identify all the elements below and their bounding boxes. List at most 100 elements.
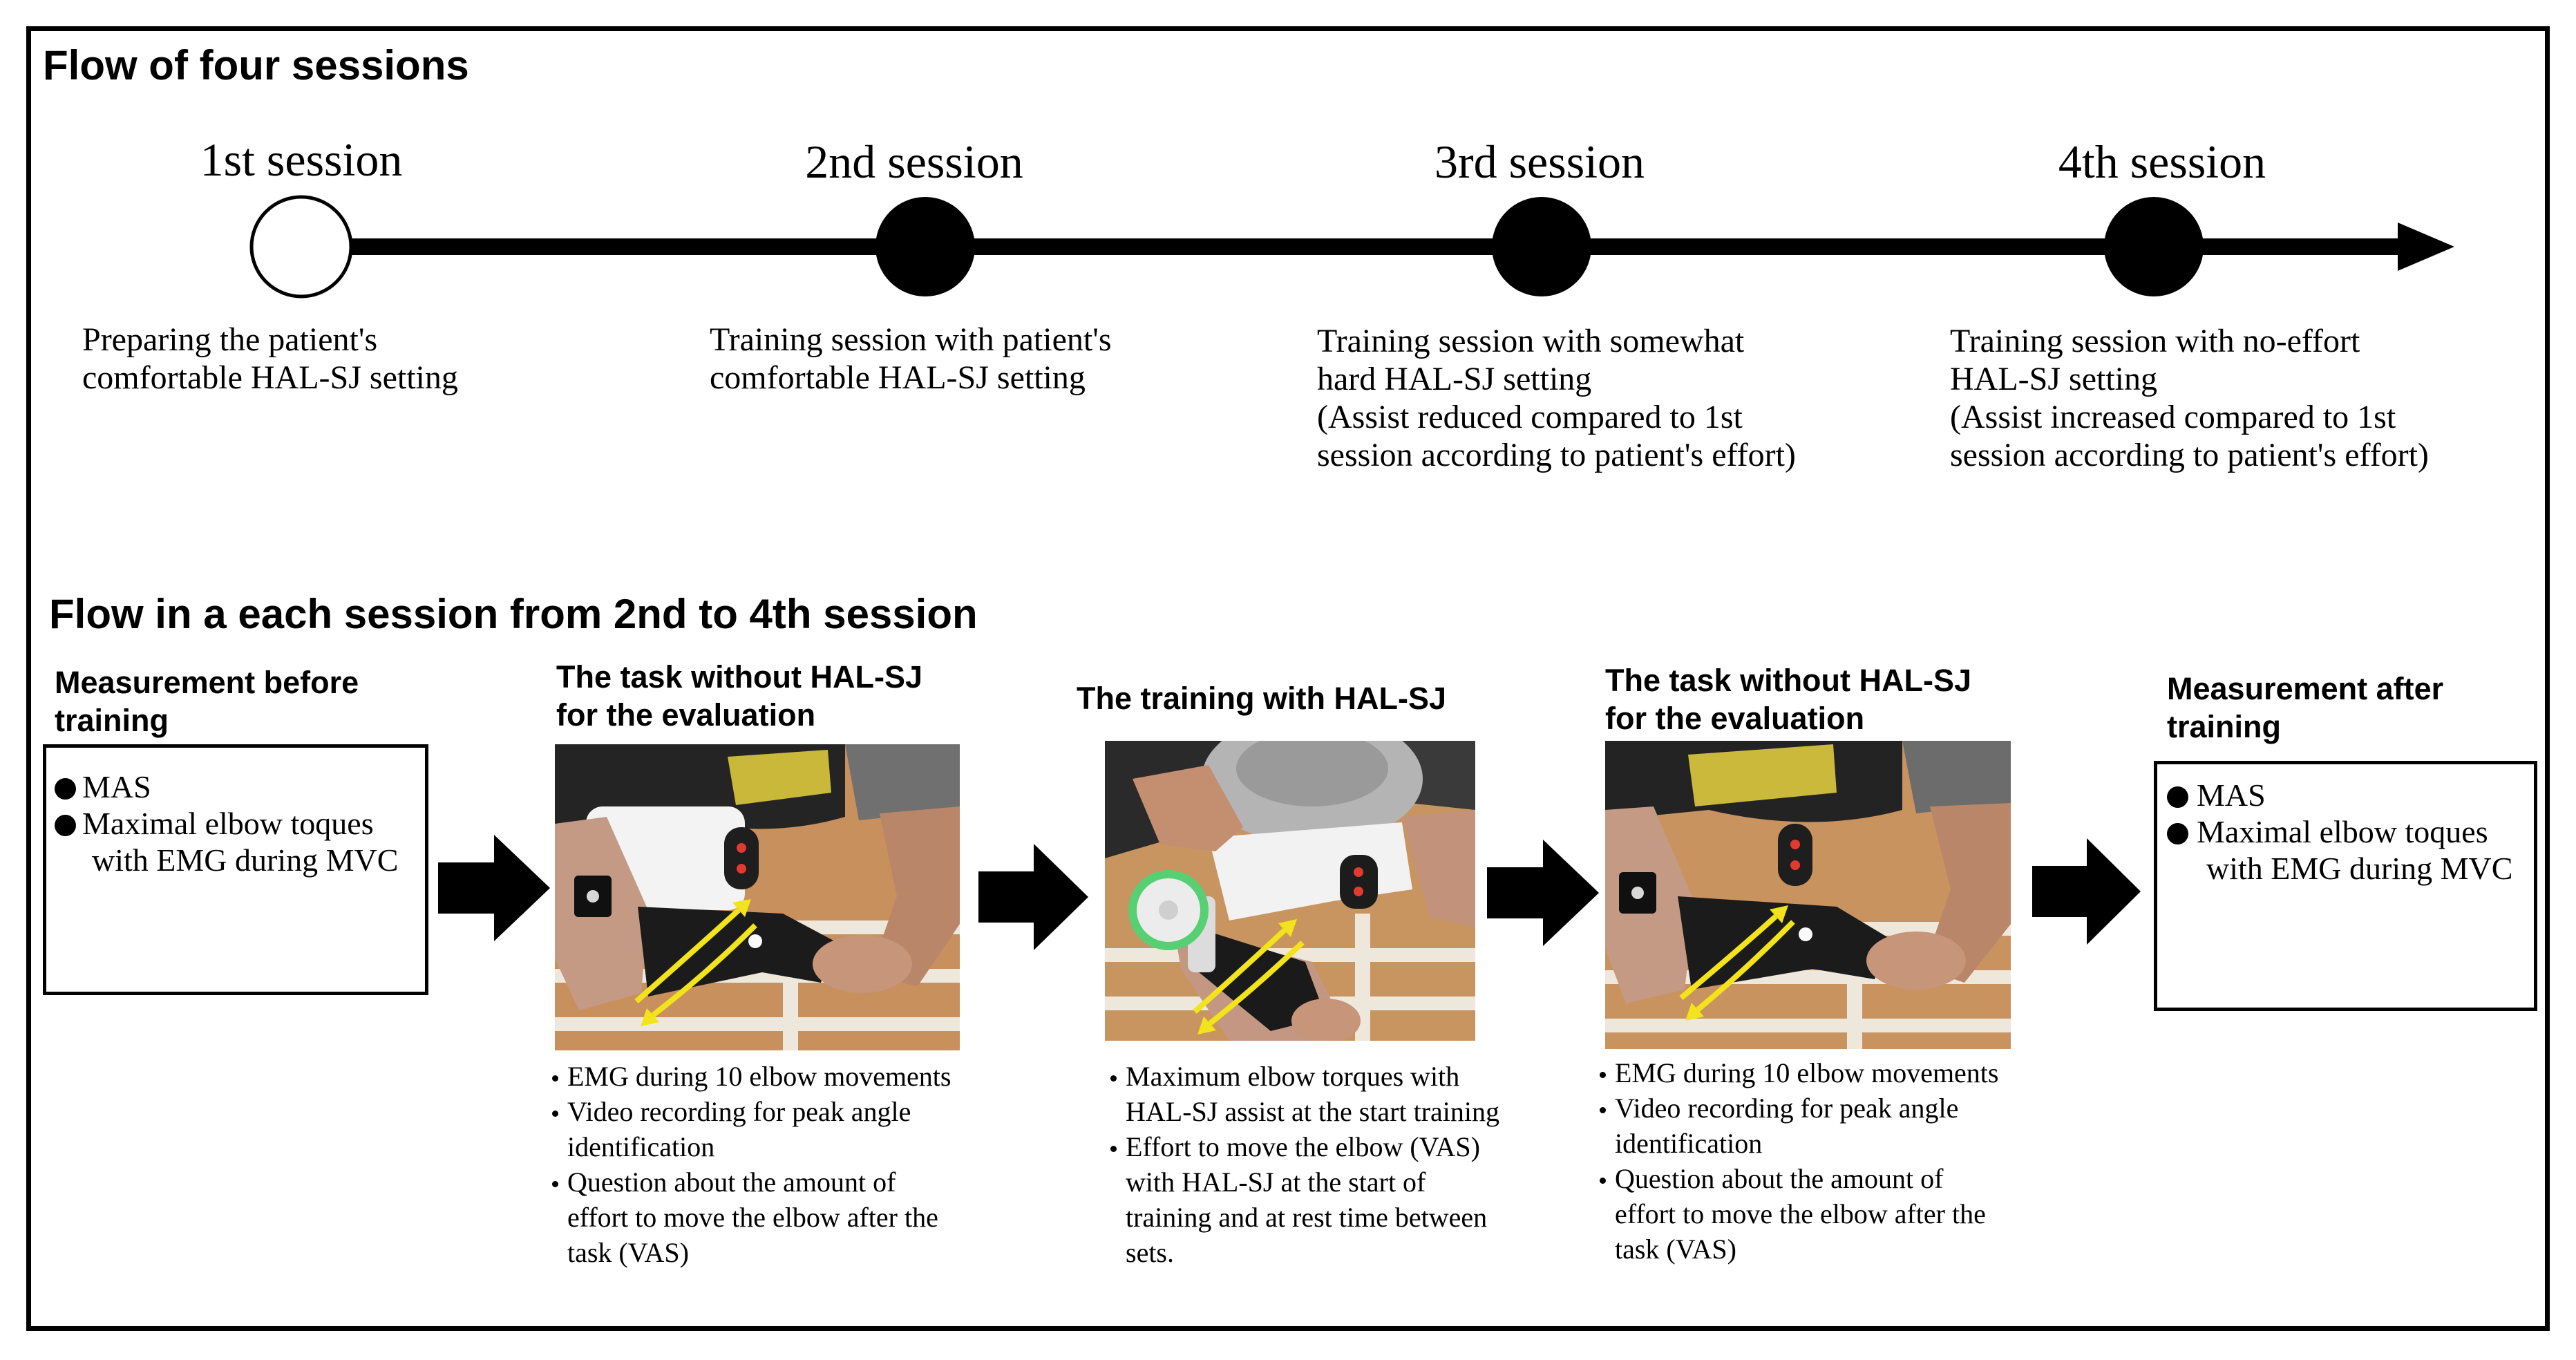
therapist-shirt	[845, 744, 960, 820]
list-item-text: Video recording for peak angle	[567, 1096, 911, 1127]
list-item-text: identification	[1615, 1128, 1763, 1159]
header-line: training	[2167, 709, 2281, 744]
sensor-unit	[1778, 824, 1812, 886]
motion-arrow-flexion	[634, 908, 741, 1004]
list-item-continuation: with HAL-SJ at the start of	[1105, 1164, 1499, 1200]
patient-hand	[1866, 932, 1966, 990]
header-line: Measurement before	[55, 665, 359, 700]
list-item-text: effort to move the elbow after the	[567, 1202, 938, 1233]
list-item-text: with EMG during MVC	[92, 842, 399, 878]
sensor-led	[1790, 840, 1800, 849]
description-line: HAL-SJ setting	[1950, 361, 2157, 397]
list-item: EMG during 10 elbow movements	[547, 1059, 951, 1094]
flow-arrow-4	[2032, 838, 2141, 945]
list-item: MAS	[2167, 777, 2512, 813]
description-line: Training session with somewhat	[1317, 323, 1745, 359]
bullet-icon	[552, 1111, 558, 1117]
list-item-text: effort to move the elbow after the	[1615, 1198, 1986, 1229]
sensor-led	[737, 864, 746, 873]
list-item-continuation: effort to move the elbow after the	[1594, 1196, 1999, 1231]
description-line: comfortable HAL-SJ setting	[82, 359, 458, 396]
sensor-unit	[1340, 855, 1378, 909]
motion-arrowhead	[732, 899, 751, 917]
electrode-snap	[1631, 887, 1644, 899]
therapist-shirt	[1902, 741, 2011, 813]
list-item-continuation: with EMG during MVC	[2167, 850, 2512, 887]
photo-task-without-hal-sj-2	[1605, 741, 2011, 1049]
brace-marker	[1799, 927, 1812, 941]
motion-arrow-flexion	[1193, 928, 1287, 1014]
description-line: (Assist increased compared to 1st	[1950, 399, 2396, 435]
electrode-snap	[587, 890, 599, 903]
session-marker-3	[1492, 197, 1591, 296]
list-item-text: MAS	[82, 769, 151, 804]
sensor-unit	[724, 827, 759, 889]
motion-arrow-extension	[651, 923, 757, 1018]
patient-forearm	[1402, 810, 1475, 927]
list-item: EMG during 10 elbow movements	[1594, 1055, 1999, 1090]
session-marker-4	[2104, 197, 2204, 296]
session-description-1: Preparing the patient's comfortable HAL-…	[82, 321, 458, 397]
list-item-continuation: with EMG during MVC	[55, 842, 398, 878]
step-header-task-without-hal-sj-2: The task without HAL-SJ for the evaluati…	[1605, 661, 1971, 737]
list-item-continuation: identification	[547, 1129, 951, 1164]
session-label-2: 2nd session	[805, 135, 1023, 188]
step-header-task-without-hal-sj-1: The task without HAL-SJ for the evaluati…	[556, 658, 922, 734]
bullet-icon	[55, 815, 76, 836]
step-header-measurement-after: Measurement after training	[2167, 670, 2443, 746]
bullet-icon	[1110, 1146, 1117, 1152]
list-item-text: identification	[567, 1131, 715, 1162]
session-marker-1	[249, 195, 353, 299]
measurement-before-box	[43, 744, 428, 995]
sensor-led	[737, 843, 746, 853]
elbow-brace	[1184, 924, 1326, 1031]
list-item: Maximal elbow toques	[2167, 813, 2512, 850]
list-item-text: training and at rest time between	[1126, 1202, 1488, 1233]
bullet-icon	[55, 778, 76, 800]
elbow-brace	[638, 907, 835, 997]
list-item-text: HAL-SJ assist at the start training	[1126, 1096, 1500, 1127]
timeline-arrowhead	[2398, 223, 2454, 271]
list-item-text: Maximum elbow torques with	[1126, 1061, 1460, 1092]
bullet-icon	[1600, 1107, 1606, 1113]
sensor-led	[1354, 867, 1363, 877]
session-label-4: 4th session	[2058, 135, 2266, 188]
flow-arrow-1	[438, 835, 550, 941]
hair-shade	[1236, 741, 1388, 806]
bullet-icon	[1600, 1072, 1606, 1078]
task-without-hal-sj-1-list: EMG during 10 elbow movements Video reco…	[547, 1059, 951, 1270]
list-item-text: Maximal elbow toques	[2197, 814, 2488, 849]
list-item-text: task (VAS)	[1615, 1234, 1736, 1265]
list-item-text: task (VAS)	[567, 1237, 689, 1268]
measurement-after-box	[2154, 761, 2537, 1011]
list-item: MAS	[55, 768, 398, 805]
bullet-icon	[2167, 823, 2188, 844]
list-item-text: EMG during 10 elbow movements	[567, 1061, 951, 1092]
session-description-2: Training session with patient's comforta…	[710, 321, 1112, 397]
session-description-4: Training session with no-effort HAL-SJ s…	[1950, 322, 2429, 474]
list-item: Question about the amount of	[547, 1164, 951, 1200]
list-item-text: EMG during 10 elbow movements	[1615, 1057, 1999, 1088]
session-marker-2	[875, 197, 975, 296]
bullet-icon	[552, 1075, 558, 1082]
description-line: Preparing the patient's	[82, 321, 378, 358]
list-item-continuation: task (VAS)	[547, 1235, 951, 1270]
header-line: The training with HAL-SJ	[1077, 681, 1446, 716]
description-line: session according to patient's effort)	[1317, 437, 1796, 473]
list-item: Maximum elbow torques with	[1105, 1059, 1499, 1094]
motion-arrow-extension	[1696, 920, 1795, 1012]
bullet-icon	[552, 1181, 558, 1187]
session-description-3: Training session with somewhat hard HAL-…	[1317, 322, 1796, 474]
list-item-continuation: sets.	[1105, 1235, 1499, 1270]
description-line: Training session with patient's	[710, 321, 1112, 358]
elbow-brace	[1678, 896, 1888, 990]
list-item: Effort to move the elbow (VAS)	[1105, 1129, 1499, 1164]
measurement-before-list: MAS Maximal elbow toques with EMG during…	[55, 768, 398, 878]
list-item-text: Effort to move the elbow (VAS)	[1126, 1131, 1480, 1162]
list-item-text: Question about the amount of	[1615, 1163, 1944, 1194]
sensor-led	[1354, 887, 1363, 896]
list-item: Question about the amount of	[1594, 1161, 1999, 1196]
actuator-center	[1159, 900, 1178, 920]
therapist-hand	[1133, 765, 1243, 851]
